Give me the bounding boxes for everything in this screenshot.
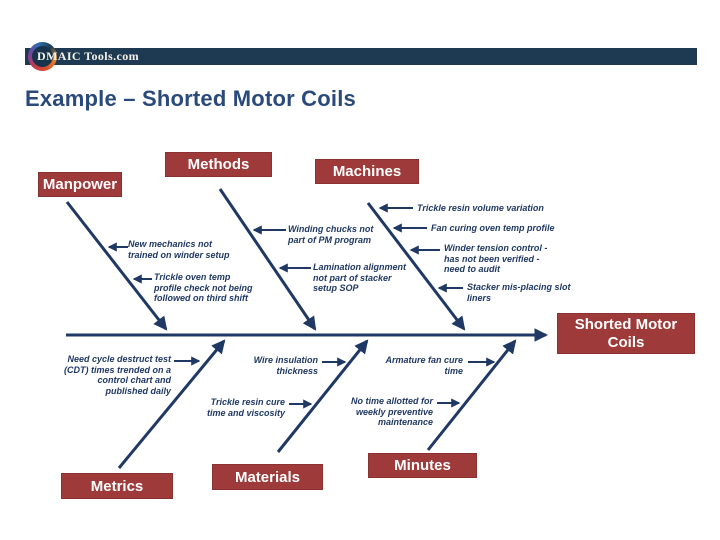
cause-label: Lamination alignment not part of stacker… <box>313 262 407 293</box>
category-materials: Materials <box>212 464 323 490</box>
cause-label: Wire insulation thickness <box>253 355 318 376</box>
bone-methods <box>218 188 317 331</box>
cause-label: No time allotted for weekly preventive m… <box>350 396 433 427</box>
page-title: Example – Shorted Motor Coils <box>25 86 356 111</box>
bone-machines <box>366 202 466 331</box>
cause-label: New mechanics not trained on winder setu… <box>128 239 230 260</box>
logo-swirl-icon <box>28 42 57 71</box>
cause-label: Trickle resin cure time and viscosity <box>206 397 285 418</box>
category-minutes: Minutes <box>368 453 477 478</box>
effect-box: Shorted Motor Coils <box>557 313 695 354</box>
bone-minutes <box>426 339 517 451</box>
category-machines: Machines <box>315 159 419 184</box>
category-metrics: Metrics <box>61 473 173 499</box>
bone-metrics <box>117 339 226 469</box>
bone-materials <box>276 339 369 453</box>
cause-label: Trickle resin volume variation <box>417 203 544 213</box>
logo-text: DMAIC Tools.com <box>37 49 140 63</box>
cause-label: Winder tension control - has not been ve… <box>444 243 548 274</box>
site-logo[interactable]: DMAIC Tools.com <box>28 42 139 71</box>
cause-label: Winding chucks not part of PM program <box>288 224 374 245</box>
header-bar <box>25 48 697 65</box>
category-methods: Methods <box>165 152 272 177</box>
cause-label: Need cycle destruct test (CDT) times tre… <box>63 354 171 396</box>
cause-label: Armature fan cure time <box>385 355 463 376</box>
category-manpower: Manpower <box>38 172 122 197</box>
cause-label: Stacker mis-placing slot liners <box>467 282 571 303</box>
cause-label: Trickle oven temp profile check not bein… <box>154 272 253 303</box>
bone-manpower <box>65 201 168 331</box>
cause-label: Fan curing oven temp profile <box>431 223 555 233</box>
